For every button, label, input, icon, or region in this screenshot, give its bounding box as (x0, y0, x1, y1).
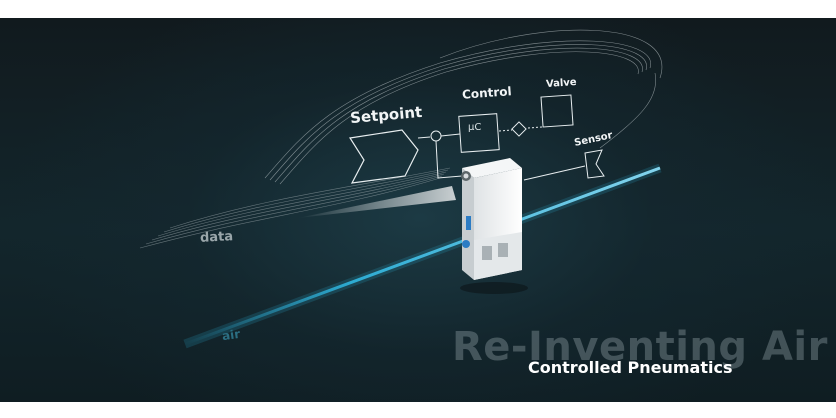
subline: Controlled Pneumatics (528, 358, 733, 377)
controller-label: µC (468, 122, 482, 133)
air-stream-label: air (221, 326, 242, 344)
air-stream (183, 163, 662, 349)
data-stream-label: data (199, 229, 234, 246)
pneumatics-illustration (139, 29, 663, 349)
sensor-shape (584, 149, 605, 179)
valve-block (540, 94, 574, 128)
headline: Re-Inventing Air (452, 324, 828, 370)
setpoint-arrow (349, 129, 419, 184)
valve-label: Valve (545, 76, 578, 91)
actuator-diamond (511, 121, 527, 137)
controller-block (458, 113, 500, 153)
data-stream (139, 167, 451, 249)
valve-device (460, 158, 528, 294)
hero-banner: Setpoint Control µC Valve Sensor data ai… (0, 18, 836, 402)
signal-swoosh (264, 29, 663, 185)
data-beam (298, 186, 456, 218)
summing-junction (430, 130, 442, 142)
control-diagram (349, 94, 605, 184)
